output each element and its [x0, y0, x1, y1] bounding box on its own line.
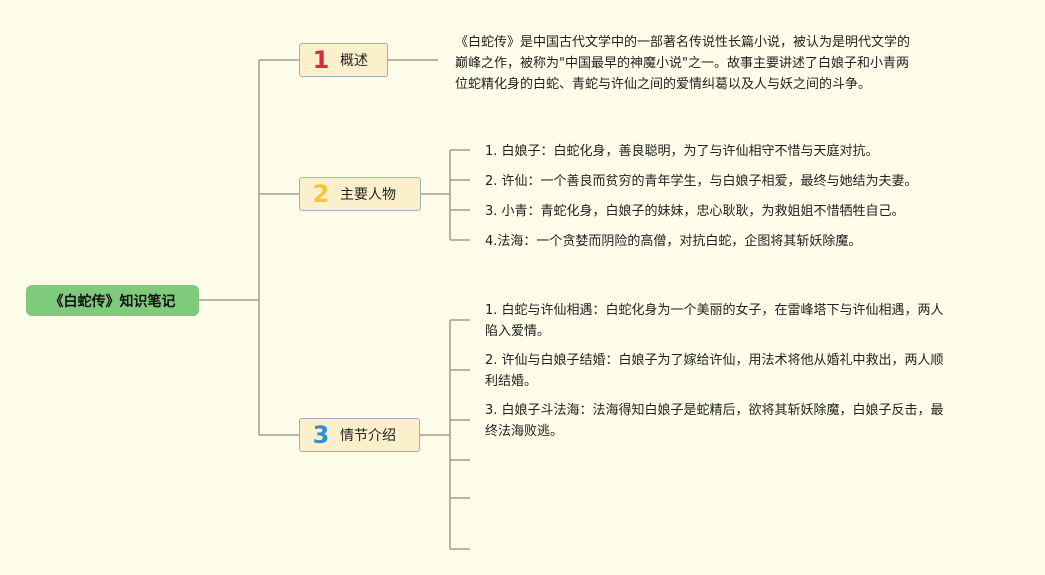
- plot-item: 2. 许仙与白娘子结婚：白娘子为了嫁给许仙，用法术将他从婚礼中救出，两人顺 利结…: [485, 350, 977, 392]
- branch-overview[interactable]: 1 概述: [299, 43, 388, 77]
- plot-line: 终法海败逃。: [485, 424, 564, 439]
- root-node[interactable]: 《白蛇传》知识笔记: [26, 285, 199, 316]
- root-label: 《白蛇传》知识笔记: [49, 293, 176, 310]
- number-two-icon: 2: [312, 180, 330, 208]
- plot-line: 2. 许仙与白娘子结婚：白娘子为了嫁给许仙，用法术将他从婚礼中救出，两人顺: [485, 353, 944, 368]
- overview-line: 巅峰之作，被称为"中国最早的神魔小说"之一。故事主要讲述了白娘子和小青两: [455, 56, 909, 71]
- number-three-icon: 3: [312, 421, 330, 449]
- overview-line: 位蛇精化身的白蛇、青蛇与许仙之间的爱情纠葛以及人与妖之间的斗争。: [455, 77, 872, 92]
- overview-line: 《白蛇传》是中国古代文学中的一部著名传说性长篇小说，被认为是明代文学的: [455, 35, 911, 50]
- plot-item: 1. 白蛇与许仙相遇：白蛇化身为一个美丽的女子，在雷峰塔下与许仙相遇，两人 陷入…: [485, 300, 977, 342]
- branch-label: 情节介绍: [340, 428, 396, 444]
- plot-line: 陷入爱情。: [485, 324, 551, 339]
- branch-characters[interactable]: 2 主要人物: [299, 177, 421, 211]
- plot-item: 3. 白娘子斗法海：法海得知白娘子是蛇精后，欲将其斩妖除魔，白娘子反击，最 终法…: [485, 400, 977, 442]
- number-one-icon: 1: [312, 46, 330, 74]
- character-item: 3. 小青：青蛇化身，白娘子的妹妹，忠心耿耿，为救姐姐不惜牺牲自己。: [485, 204, 905, 219]
- branch-plot[interactable]: 3 情节介绍: [299, 418, 420, 452]
- plot-line: 1. 白蛇与许仙相遇：白蛇化身为一个美丽的女子，在雷峰塔下与许仙相遇，两人: [485, 303, 944, 318]
- branch-label: 主要人物: [340, 187, 396, 203]
- character-item: 2. 许仙：一个善良而贫穷的青年学生，与白娘子相爱，最终与她结为夫妻。: [485, 174, 918, 189]
- character-item: 4.法海：一个贪婪而阴险的高僧，对抗白蛇，企图将其斩妖除魔。: [485, 234, 862, 249]
- character-item: 1. 白娘子：白蛇化身，善良聪明，为了与许仙相守不惜与天庭对抗。: [485, 144, 879, 159]
- branch-label: 概述: [340, 53, 368, 69]
- plot-line: 利结婚。: [485, 374, 538, 389]
- overview-text: 《白蛇传》是中国古代文学中的一部著名传说性长篇小说，被认为是明代文学的 巅峰之作…: [455, 32, 955, 95]
- plot-line: 3. 白娘子斗法海：法海得知白娘子是蛇精后，欲将其斩妖除魔，白娘子反击，最: [485, 403, 944, 418]
